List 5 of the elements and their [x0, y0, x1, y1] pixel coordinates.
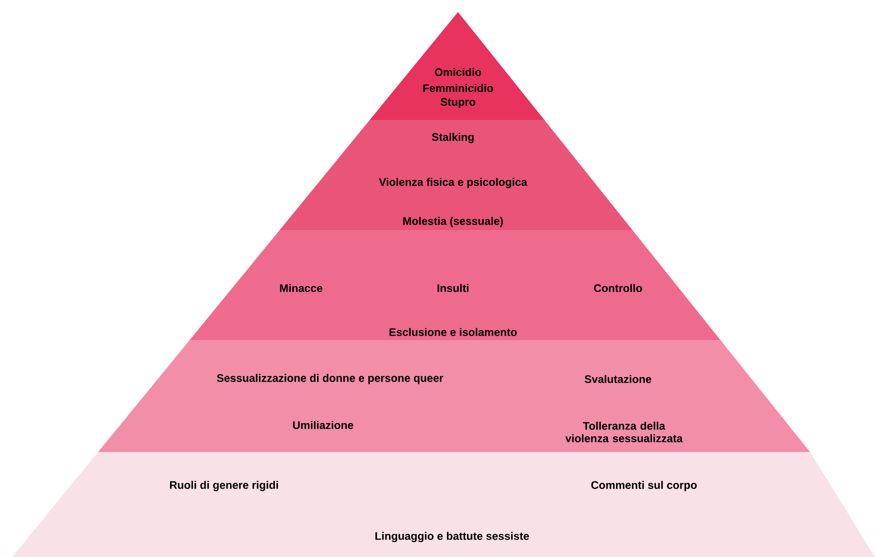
pyramid-band: Sessualizzazione di donne e persone queer Svalutazione Umiliazione Tolleranza della violenza sessualizzata — [98, 340, 810, 452]
pyramid-band: Omicidio Femminicidio Stupro — [370, 12, 544, 120]
pyramid-band: Stalking Violenza fisica e psicologica Molestia (sessuale) — [280, 120, 632, 230]
pyramid-band: Ruoli di genere rigidi Commenti sul corpo Linguaggio e battute sessiste — [12, 452, 875, 557]
pyramid-band: Minacce Insulti Controllo Esclusione e isolamento — [190, 230, 720, 340]
